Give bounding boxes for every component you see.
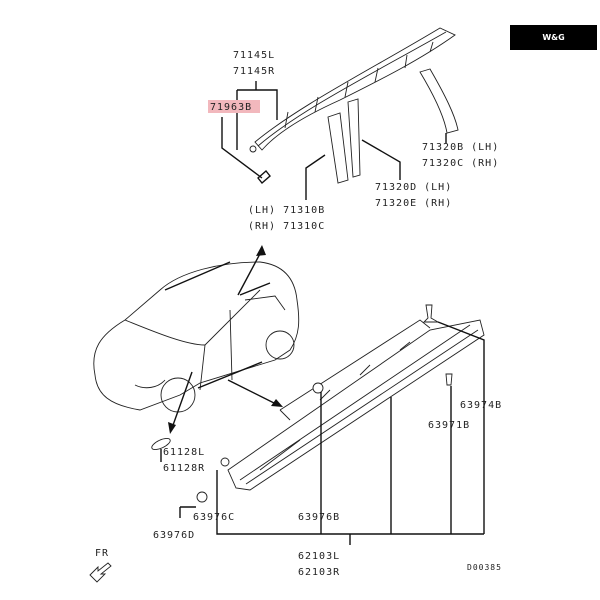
- clip-63976c[interactable]: [220, 457, 230, 467]
- label-62103l: 62103L: [298, 551, 340, 562]
- clip-63976d[interactable]: [196, 491, 208, 503]
- side-lamp-61128[interactable]: [150, 436, 172, 452]
- label-61128r: 61128R: [163, 463, 205, 474]
- front-pillar-71310[interactable]: [327, 112, 349, 184]
- label-63971b: 63971B: [428, 420, 470, 431]
- center-pillar-71320d[interactable]: [347, 98, 361, 178]
- rear-pillar-71320b[interactable]: [419, 68, 459, 134]
- brand-badge-text: W&G: [542, 33, 565, 42]
- label-71320d: 71320D (LH): [375, 182, 452, 193]
- clip-71963b[interactable]: [257, 169, 271, 185]
- label-61128l: 61128L: [163, 447, 205, 458]
- label-71320c: 71320C (RH): [422, 158, 499, 169]
- label-71145r: 71145R: [233, 66, 275, 77]
- label-71145l: 71145L: [233, 50, 275, 61]
- label-71310c: (RH) 71310C: [248, 221, 325, 232]
- side-sill-62103[interactable]: [227, 319, 485, 491]
- roof-molding[interactable]: [254, 27, 456, 151]
- label-63976c: 63976C: [193, 512, 235, 523]
- front-direction-arrow-icon: [89, 562, 112, 583]
- clip-63976b[interactable]: [312, 382, 324, 394]
- diagram-id: D00385: [467, 563, 502, 572]
- highlight-71963b: [208, 100, 260, 113]
- clip-63974b[interactable]: [422, 304, 440, 323]
- brand-badge: W&G: [510, 25, 597, 50]
- clip-hole: [249, 145, 257, 153]
- label-63974b: 63974B: [460, 400, 502, 411]
- label-63976b: 63976B: [298, 512, 340, 523]
- label-62103r: 62103R: [298, 567, 340, 578]
- label-71320b: 71320B (LH): [422, 142, 499, 153]
- label-71320e: 71320E (RH): [375, 198, 452, 209]
- label-71963b[interactable]: 71963B: [210, 102, 252, 113]
- label-63976d: 63976D: [153, 530, 195, 541]
- front-label: FR: [95, 548, 109, 559]
- label-71310b: (LH) 71310B: [248, 205, 325, 216]
- arrows: [168, 245, 283, 434]
- clip-63971b[interactable]: [445, 373, 453, 386]
- car-outline: [93, 261, 300, 413]
